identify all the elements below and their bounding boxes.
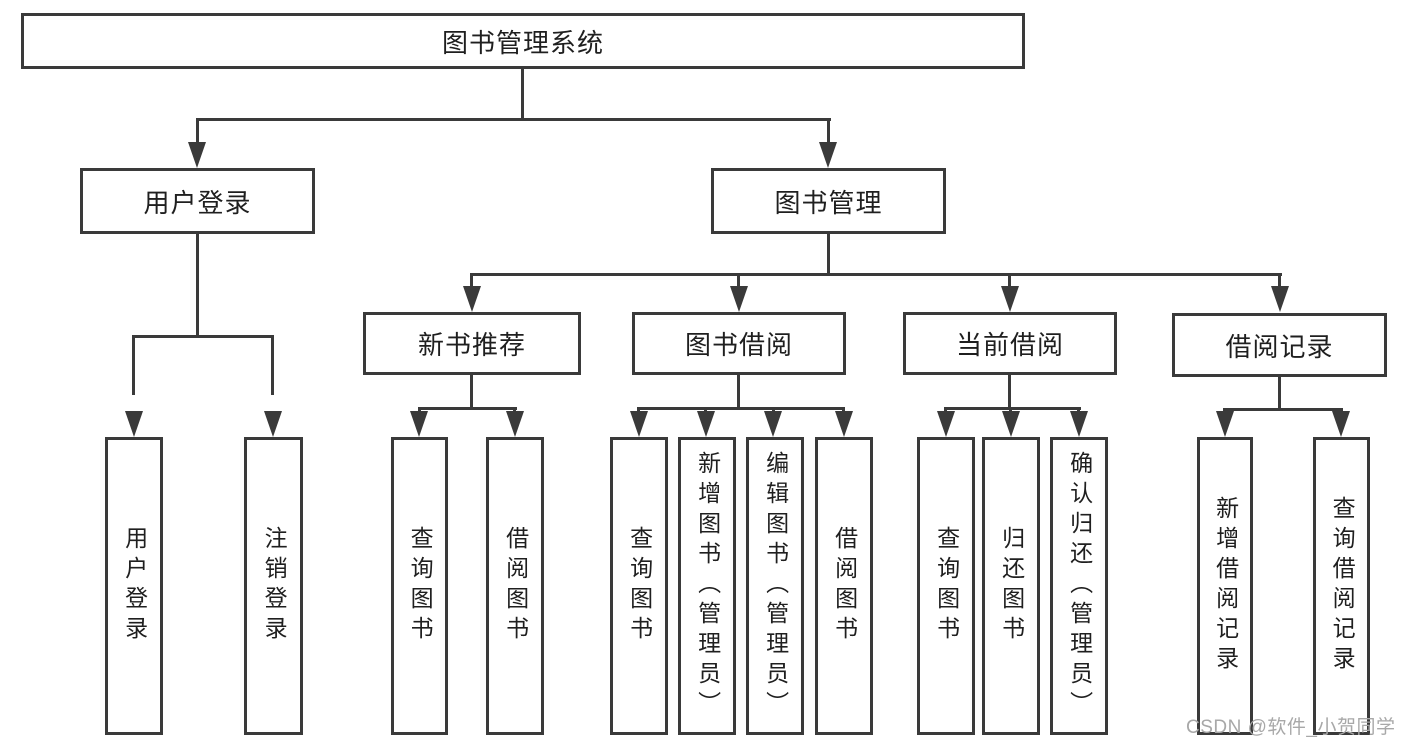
leaf-return-book: 归还图书 xyxy=(982,437,1040,735)
arrow-down-icon xyxy=(264,411,282,437)
leaf-query-books-2: 查询图书 xyxy=(610,437,668,735)
leaf-edit-book-admin: 编辑图书（管理员） xyxy=(746,437,804,735)
edge-vline xyxy=(470,273,473,289)
leaf-user-login: 用户登录 xyxy=(105,437,163,735)
edge-vline xyxy=(737,273,740,289)
leaf-borrow-books-1: 借阅图书 xyxy=(486,437,544,735)
arrow-down-icon xyxy=(1002,411,1020,437)
leaf-borrow-books-2: 借阅图书 xyxy=(815,437,873,735)
edge-hline xyxy=(637,407,845,410)
arrow-down-icon xyxy=(125,411,143,437)
leaf-add-borrow-record: 新增借阅记录 xyxy=(1197,437,1253,735)
leaf-query-books-3: 查询图书 xyxy=(917,437,975,735)
leaf-query-books-1: 查询图书 xyxy=(391,437,448,735)
edge-vline xyxy=(737,375,740,409)
edge-vline xyxy=(1008,375,1011,409)
arrow-down-icon xyxy=(506,411,524,437)
arrow-down-icon xyxy=(188,142,206,168)
leaf-logout: 注销登录 xyxy=(244,437,303,735)
arrow-down-icon xyxy=(730,286,748,312)
node-book-management: 图书管理 xyxy=(711,168,946,234)
edge-vline xyxy=(271,335,274,395)
arrow-down-icon xyxy=(764,411,782,437)
edge-hline xyxy=(196,118,831,121)
node-root: 图书管理系统 xyxy=(21,13,1025,69)
node-book-borrow: 图书借阅 xyxy=(632,312,846,375)
edge-vline xyxy=(196,118,199,148)
node-current-borrow: 当前借阅 xyxy=(903,312,1117,375)
edge-vline xyxy=(1008,273,1011,289)
node-borrow-records: 借阅记录 xyxy=(1172,313,1387,377)
edge-vline xyxy=(470,375,473,409)
node-new-book-recommend: 新书推荐 xyxy=(363,312,581,375)
edge-vline xyxy=(521,69,524,120)
arrow-down-icon xyxy=(1001,286,1019,312)
arrow-down-icon xyxy=(697,411,715,437)
edge-vline xyxy=(1278,377,1281,410)
edge-hline xyxy=(132,335,274,338)
edge-hline xyxy=(418,407,517,410)
edge-vline xyxy=(132,335,135,395)
edge-hline xyxy=(944,407,1081,410)
csdn-watermark: CSDN @软件_小贺同学 xyxy=(1186,717,1396,738)
arrow-down-icon xyxy=(835,411,853,437)
leaf-query-borrow-record: 查询借阅记录 xyxy=(1313,437,1370,735)
arrow-down-icon xyxy=(1271,286,1289,312)
arrow-down-icon xyxy=(1070,411,1088,437)
arrow-down-icon xyxy=(1332,411,1350,437)
edge-vline xyxy=(827,118,830,148)
arrow-down-icon xyxy=(630,411,648,437)
edge-vline xyxy=(1278,273,1281,289)
edge-vline xyxy=(827,234,830,275)
edge-vline xyxy=(196,234,199,337)
edge-hline xyxy=(1223,408,1343,411)
edge-hline xyxy=(470,273,1282,276)
arrow-down-icon xyxy=(1216,411,1234,437)
leaf-add-book-admin: 新增图书（管理员） xyxy=(678,437,736,735)
leaf-confirm-return-admin: 确认归还（管理员） xyxy=(1050,437,1108,735)
arrow-down-icon xyxy=(463,286,481,312)
arrow-down-icon xyxy=(819,142,837,168)
arrow-down-icon xyxy=(937,411,955,437)
node-user-login: 用户登录 xyxy=(80,168,315,234)
arrow-down-icon xyxy=(410,411,428,437)
